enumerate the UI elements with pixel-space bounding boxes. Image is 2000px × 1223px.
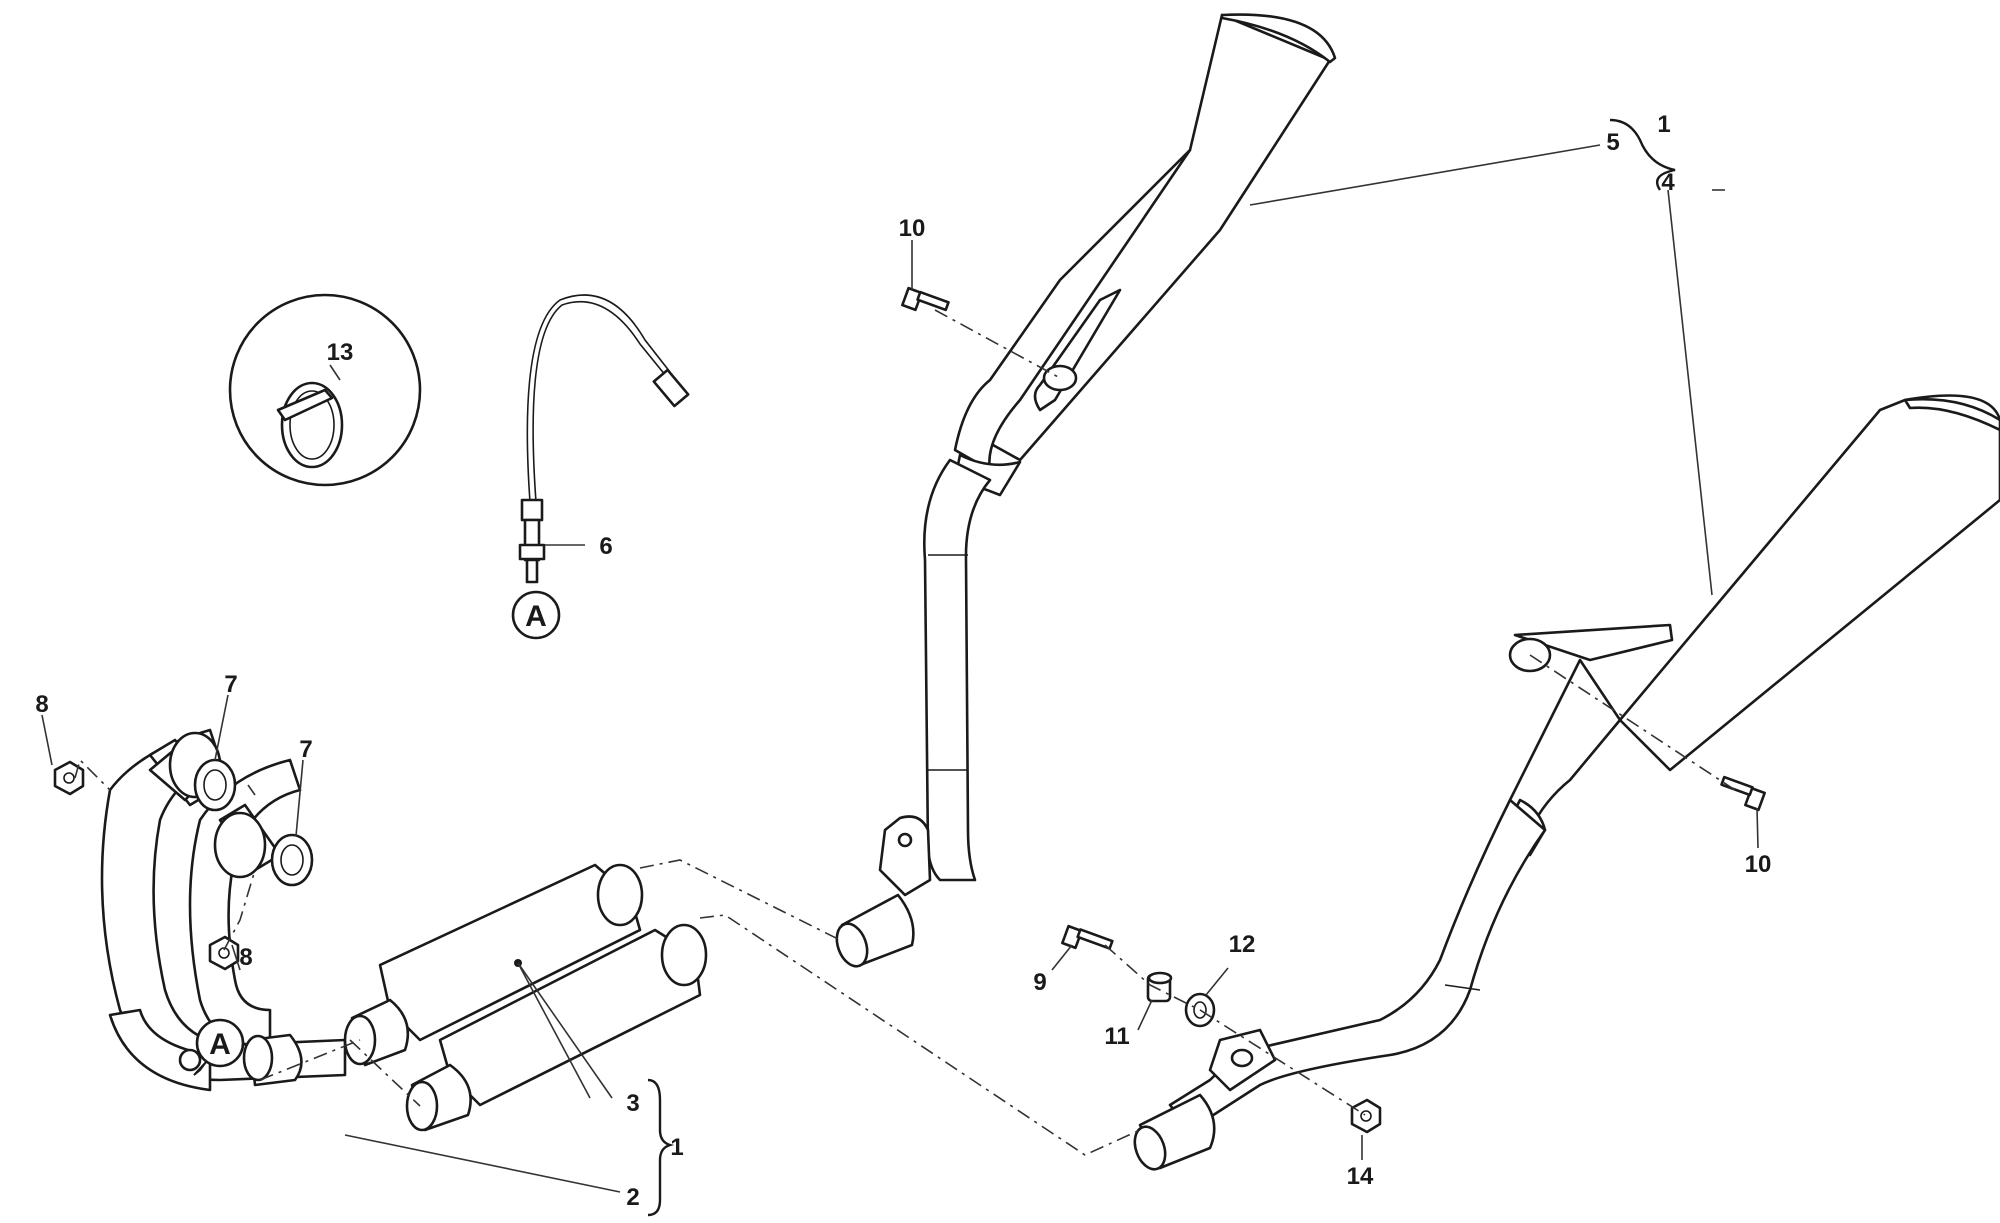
callout-2: 2 bbox=[626, 1184, 639, 1211]
silencer-left-part-5 bbox=[835, 13, 1337, 968]
marker-a-sensor-label: A bbox=[525, 600, 547, 633]
catalysts-part-3 bbox=[343, 863, 708, 1132]
callout-8-top: 8 bbox=[35, 691, 48, 718]
callout-4: 4 bbox=[1661, 169, 1675, 196]
hardware bbox=[53, 286, 1766, 1134]
callout-1-bottom: 1 bbox=[670, 1134, 683, 1161]
callout-11: 11 bbox=[1104, 1023, 1129, 1050]
callout-3: 3 bbox=[626, 1090, 639, 1117]
callout-8-bottom: 8 bbox=[239, 944, 252, 971]
reference-marker-a-header: A bbox=[193, 1018, 245, 1076]
callout-10-right: 10 bbox=[1745, 851, 1772, 878]
callout-13: 13 bbox=[327, 339, 354, 366]
marker-a-header-label: A bbox=[209, 1028, 231, 1061]
brace-top bbox=[1609, 118, 1676, 191]
callout-12: 12 bbox=[1229, 931, 1256, 958]
brace-bottom bbox=[647, 1078, 675, 1217]
silencer-right-part-4 bbox=[1133, 394, 2000, 1171]
callout-10-top: 10 bbox=[899, 215, 926, 242]
callout-9: 9 bbox=[1033, 969, 1046, 996]
reference-marker-a-sensor: A bbox=[511, 590, 561, 640]
callout-14: 14 bbox=[1347, 1163, 1374, 1190]
callout-5: 5 bbox=[1606, 129, 1619, 156]
callout-7-mid: 7 bbox=[299, 736, 312, 763]
hose-clamp-part-13 bbox=[228, 293, 422, 487]
callout-6: 6 bbox=[599, 533, 612, 560]
callout-1-top: 1 bbox=[1657, 111, 1670, 138]
assembly-lines bbox=[74, 309, 1736, 1156]
oxygen-sensor-part-6 bbox=[518, 294, 690, 584]
callout-numbers: 1 5 4 10 13 6 8 7 7 8 3 1 2 9 11 12 10 1… bbox=[35, 111, 1771, 1211]
callout-7-top: 7 bbox=[224, 671, 237, 698]
leader-lines bbox=[41, 144, 1759, 1193]
